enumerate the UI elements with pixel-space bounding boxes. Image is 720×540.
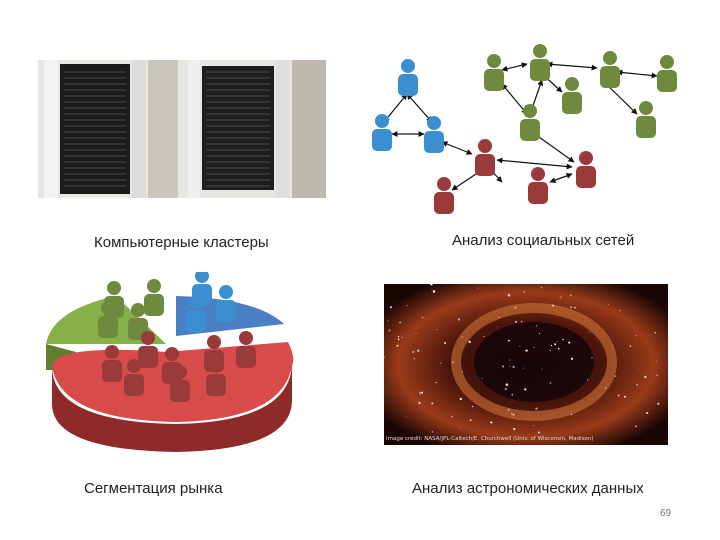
page-number: 69 [660,508,672,519]
caption-astro: Анализ астрономических данных [412,480,644,497]
caption-segmentation: Сегментация рынка [84,480,223,497]
server-rack-photo [38,60,326,198]
astronomy-photo: Image credit: NASA/JPL-Caltech/E. Church… [384,284,668,445]
image-credit: Image credit: NASA/JPL-Caltech/E. Church… [386,436,594,442]
social-network-graph [372,44,677,214]
caption-clusters: Компьютерные кластеры [94,234,269,251]
market-segmentation-pie [46,272,294,452]
nebula-image [384,284,668,445]
caption-social: Анализ социальных сетей [452,232,635,249]
